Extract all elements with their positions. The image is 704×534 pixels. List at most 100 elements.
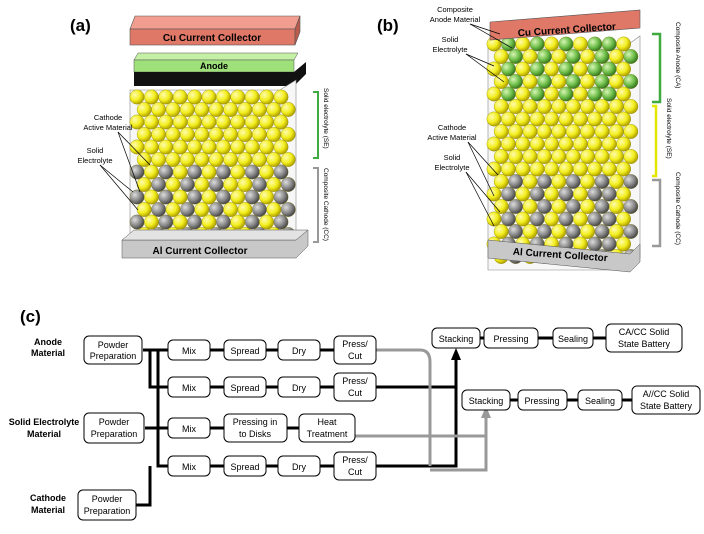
particle xyxy=(580,149,595,164)
svg-text:Cut: Cut xyxy=(348,388,363,398)
anode-material-label-2: Material xyxy=(31,348,65,358)
particle xyxy=(573,36,588,52)
particle xyxy=(165,127,181,142)
particle xyxy=(129,189,145,205)
particle xyxy=(493,99,509,114)
particle xyxy=(194,202,210,217)
particle xyxy=(165,177,181,192)
particle xyxy=(544,61,559,77)
particle xyxy=(623,174,639,189)
particle xyxy=(544,186,559,202)
particle xyxy=(216,164,231,180)
particle xyxy=(551,124,567,139)
particle xyxy=(537,174,552,189)
panel-a-bracket-se xyxy=(313,91,319,159)
particle xyxy=(259,214,274,230)
panel-a-cu-label: Cu Current Collector xyxy=(163,33,261,44)
particle xyxy=(273,164,289,180)
particle xyxy=(237,102,253,117)
particle xyxy=(151,177,166,192)
particle xyxy=(158,139,174,155)
particle xyxy=(280,127,296,142)
particle xyxy=(529,86,545,102)
particle xyxy=(565,199,581,214)
particle xyxy=(266,202,282,217)
particle xyxy=(501,61,516,77)
particle xyxy=(151,152,166,167)
particle xyxy=(580,199,595,214)
particle xyxy=(208,102,224,117)
particle xyxy=(573,211,588,227)
particle xyxy=(252,152,267,167)
particle xyxy=(158,164,174,180)
spread-box-4: Spread xyxy=(223,455,267,477)
svg-text:Treatment: Treatment xyxy=(307,429,348,439)
particle xyxy=(259,164,274,180)
cathode-powder-prep-box: Powder Preparation xyxy=(77,489,137,521)
particle xyxy=(551,224,567,239)
particle xyxy=(558,211,574,227)
panel-b: (b) Cu Current Collector Al Current Coll… xyxy=(377,5,681,273)
particle xyxy=(244,114,260,130)
particle xyxy=(522,124,538,139)
svg-text:Stacking: Stacking xyxy=(439,334,474,344)
particle xyxy=(580,99,595,114)
particle xyxy=(623,224,639,239)
panel-b-se-top-label-1: Solid xyxy=(442,35,459,44)
sealing-box-2: Sealing xyxy=(577,389,623,411)
particle xyxy=(144,89,159,105)
particle xyxy=(230,214,246,230)
particle xyxy=(551,199,567,214)
panel-a-side-cc: Composite Cathode (CC) xyxy=(322,168,329,241)
svg-text:Mix: Mix xyxy=(182,346,196,356)
particle xyxy=(609,74,624,89)
particle xyxy=(580,174,595,189)
particle xyxy=(486,136,502,152)
particle xyxy=(172,139,188,155)
particle xyxy=(259,114,274,130)
particle xyxy=(216,189,231,205)
particle xyxy=(501,111,516,127)
particle xyxy=(544,161,559,177)
panel-b-bracket-ca xyxy=(652,32,662,104)
panel-a-side-se: Solid electrolyte (SE) xyxy=(322,88,329,149)
particle xyxy=(486,111,502,127)
particle xyxy=(144,214,159,230)
panel-a-label: (a) xyxy=(70,16,91,35)
particle xyxy=(158,114,174,130)
particle xyxy=(601,36,617,52)
cathode-material-label-2: Material xyxy=(31,505,65,515)
particle xyxy=(237,152,253,167)
panel-a-se-label-2: Electrolyte xyxy=(77,156,112,165)
particle xyxy=(230,164,246,180)
panel-a-se-label-1: Solid xyxy=(87,146,104,155)
particle xyxy=(587,36,603,52)
particle xyxy=(544,111,559,127)
particle xyxy=(144,164,159,180)
svg-text:Cut: Cut xyxy=(348,467,363,477)
svg-text:Sealing: Sealing xyxy=(558,334,588,344)
particle xyxy=(529,61,545,77)
press-cut-box-2: Press/Cut xyxy=(333,372,377,402)
panel-b-se-bottom-label-1: Solid xyxy=(444,153,461,162)
svg-text:Dry: Dry xyxy=(292,346,306,356)
panel-a-cathode-label-1: Cathode xyxy=(94,113,122,122)
panel-b-al-collector: Al Current Collector xyxy=(487,239,641,273)
particle xyxy=(129,164,145,180)
particle xyxy=(252,177,267,192)
panel-c-grey-lines xyxy=(355,348,488,472)
dry-box-1: Dry xyxy=(277,339,321,361)
particle xyxy=(280,177,296,192)
svg-text:Sealing: Sealing xyxy=(585,396,615,406)
particle xyxy=(194,177,210,192)
dry-box-4: Dry xyxy=(277,455,321,477)
particle xyxy=(237,127,253,142)
particle xyxy=(601,161,617,177)
particle xyxy=(216,89,231,105)
particle xyxy=(573,111,588,127)
particle xyxy=(273,214,289,230)
particle xyxy=(493,124,509,139)
svg-text:Preparation: Preparation xyxy=(84,506,131,516)
